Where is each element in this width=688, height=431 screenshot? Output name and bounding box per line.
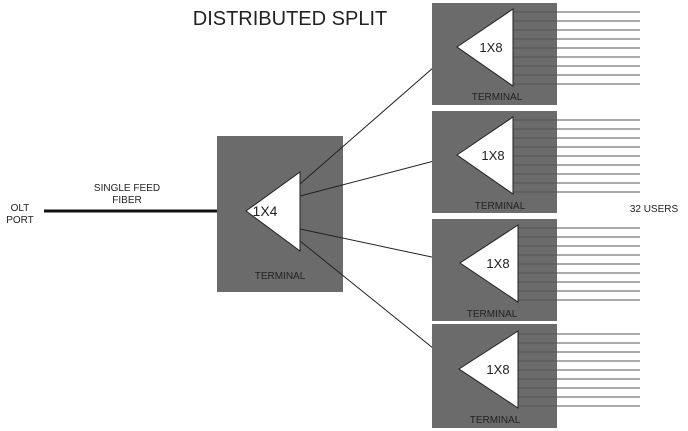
feed-fiber-label-line1: SINGLE FEED bbox=[94, 183, 160, 194]
olt-port-label-line1: OLT bbox=[11, 203, 30, 214]
splitter-triangle bbox=[456, 8, 514, 87]
secondary-terminal-1: 1X8 TERMINAL bbox=[432, 3, 640, 105]
secondary-terminal-4: 1X8 TERMINAL bbox=[432, 324, 640, 428]
terminal-label: TERMINAL bbox=[467, 309, 518, 320]
splitter-triangle bbox=[456, 116, 514, 195]
terminal-label: TERMINAL bbox=[475, 201, 526, 212]
splitter-triangle bbox=[459, 224, 519, 303]
branch-line-2 bbox=[299, 154, 458, 197]
splitter-ratio: 1X8 bbox=[486, 256, 509, 271]
main-splitter-ratio: 1X4 bbox=[253, 203, 278, 219]
terminal-label: TERMINAL bbox=[470, 415, 521, 426]
main-splitter-triangle bbox=[245, 171, 301, 252]
branch-line-1 bbox=[299, 46, 458, 185]
splitter-ratio: 1X8 bbox=[486, 362, 509, 377]
secondary-terminal-3: 1X8 TERMINAL bbox=[432, 219, 640, 321]
output-lines bbox=[513, 11, 640, 85]
diagram-title: DISTRIBUTED SPLIT bbox=[193, 8, 387, 30]
main-terminal-label: TERMINAL bbox=[255, 271, 306, 282]
splitter-triangle bbox=[458, 330, 519, 409]
splitter-ratio: 1X8 bbox=[481, 148, 504, 163]
output-lines bbox=[518, 227, 640, 301]
users-count-label: 32 USERS bbox=[630, 204, 679, 215]
output-lines bbox=[518, 333, 640, 407]
feed-fiber-label-line2: FIBER bbox=[112, 195, 141, 206]
output-lines bbox=[513, 119, 640, 193]
secondary-terminal-2: 1X8 TERMINAL bbox=[432, 111, 640, 213]
olt-port-label-line2: PORT bbox=[6, 215, 34, 226]
terminal-label: TERMINAL bbox=[472, 92, 523, 103]
splitter-ratio: 1X8 bbox=[479, 40, 502, 55]
